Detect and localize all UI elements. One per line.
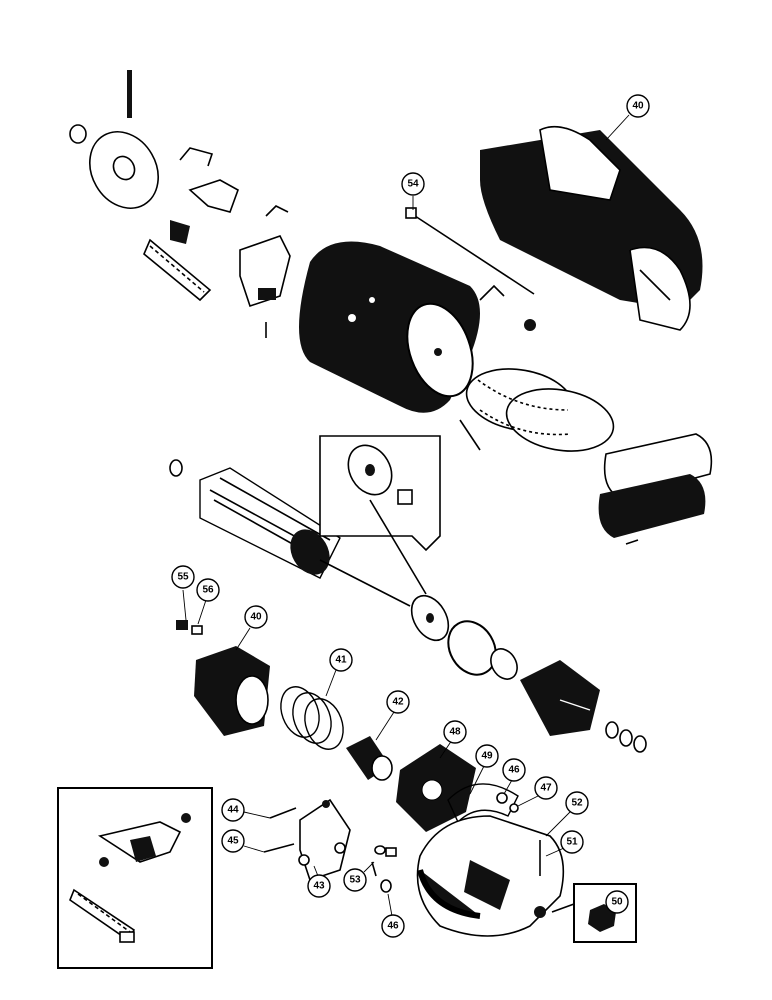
- gasket: [447, 783, 519, 824]
- callout-46-lower: 46: [381, 914, 405, 938]
- drive-housing: [416, 815, 565, 937]
- callout-51: 51: [560, 830, 584, 854]
- callout-49: 49: [475, 744, 499, 768]
- callout-46-upper: 46: [502, 758, 526, 782]
- end-plate-assembly: [69, 70, 291, 338]
- pole-shoes: [598, 433, 713, 545]
- svg-text:46: 46: [508, 765, 520, 776]
- shift-lever: [298, 798, 351, 882]
- callout-55: 55: [171, 565, 195, 589]
- svg-text:47: 47: [540, 783, 552, 794]
- svg-text:44: 44: [227, 805, 239, 816]
- svg-text:45: 45: [227, 836, 239, 847]
- leader-lines: [182, 114, 630, 917]
- callout-45: 45: [221, 829, 245, 853]
- callout-40-solenoid: 40: [244, 605, 268, 629]
- svg-text:48: 48: [449, 727, 461, 738]
- plunger: [346, 736, 393, 781]
- callout-44: 44: [221, 798, 245, 822]
- callout-40-top: 40: [626, 94, 650, 118]
- svg-text:53: 53: [349, 875, 361, 886]
- callout-42: 42: [386, 690, 410, 714]
- small-hardware: [371, 792, 519, 893]
- svg-text:55: 55: [177, 572, 189, 583]
- callout-50: 50: [605, 890, 629, 914]
- through-bolt: [405, 207, 535, 295]
- nut-inset: [551, 883, 637, 943]
- washer-inset: [319, 435, 441, 595]
- armature: [169, 459, 411, 607]
- return-spring: [280, 686, 344, 750]
- callout-54: 54: [401, 172, 425, 196]
- assembled-starter-motor: [480, 125, 703, 331]
- callout-43: 43: [307, 874, 331, 898]
- callout-48: 48: [443, 720, 467, 744]
- svg-text:43: 43: [313, 881, 325, 892]
- callout-52: 52: [565, 791, 589, 815]
- svg-text:41: 41: [335, 655, 347, 666]
- svg-text:50: 50: [611, 897, 623, 908]
- drive-pinion: [520, 660, 647, 753]
- callout-47: 47: [534, 776, 558, 800]
- svg-text:42: 42: [392, 697, 404, 708]
- svg-text:40: 40: [250, 612, 262, 623]
- svg-text:51: 51: [566, 837, 578, 848]
- callout-53: 53: [343, 868, 367, 892]
- callout-56: 56: [196, 578, 220, 602]
- solenoid: [176, 620, 270, 736]
- svg-text:56: 56: [202, 585, 214, 596]
- brush-holder-inset: [57, 787, 213, 969]
- svg-text:49: 49: [481, 751, 493, 762]
- end-cover: [396, 744, 476, 832]
- svg-text:52: 52: [571, 798, 583, 809]
- field-frame: [299, 241, 480, 413]
- svg-text:40: 40: [632, 101, 644, 112]
- field-coils: [459, 284, 615, 452]
- pins: [263, 807, 297, 853]
- svg-text:54: 54: [407, 179, 419, 190]
- callout-41: 41: [329, 648, 353, 672]
- shaft-washers: [410, 594, 518, 680]
- svg-text:46: 46: [387, 921, 399, 932]
